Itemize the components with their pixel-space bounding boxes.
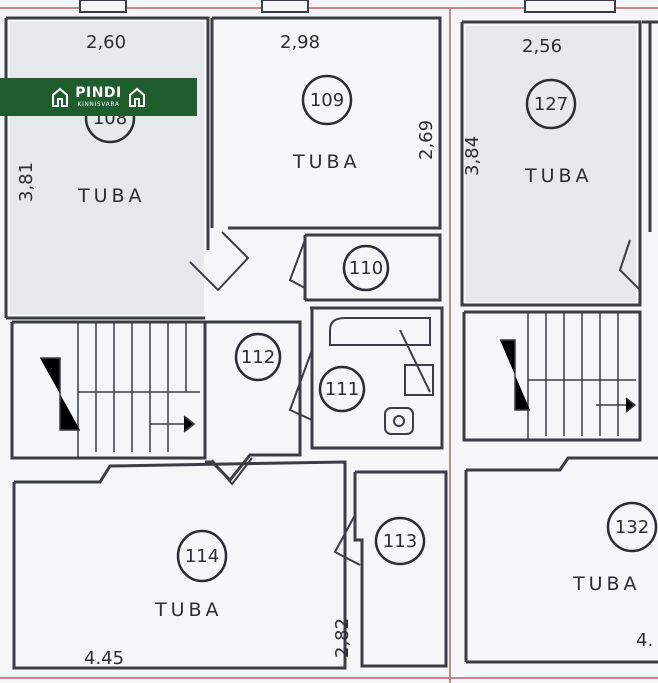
dimension-108-width: 2,60 (86, 32, 126, 53)
dimension-114-height: 2,82 (332, 618, 353, 658)
toilet-icon (384, 407, 414, 435)
room-number-113: 113 (383, 531, 417, 552)
bathroom-fixtures (329, 317, 434, 435)
logo-brand: PINDI (75, 85, 122, 101)
top-windows (79, 0, 616, 13)
room-shading (10, 22, 636, 314)
room-label-108: TUBA (77, 185, 146, 207)
doors (189, 231, 641, 566)
stairs-left (40, 322, 200, 458)
dimension-127-height: 3,84 (462, 136, 483, 176)
stairs-right (500, 312, 637, 440)
sink-icon (404, 364, 434, 396)
pindi-logo-banner: PINDI KINNISVARA (0, 78, 197, 116)
dimension-108-height: 3,81 (16, 162, 37, 202)
room-number-114: 114 (185, 546, 219, 567)
logo-subtitle: KINNISVARA (77, 101, 120, 108)
dimensions: 2,60 2,98 2,56 4.45 4. 3,81 2,69 3,84 2,… (16, 32, 653, 669)
room-number-132: 132 (615, 517, 649, 538)
room-number-109: 109 (310, 90, 344, 111)
house-icon (52, 87, 69, 107)
house-icon (128, 87, 145, 107)
room-number-127: 127 (534, 94, 568, 115)
bathtub-icon (329, 317, 431, 346)
dimension-114-width: 4.45 (84, 648, 124, 669)
room-number-112: 112 (241, 347, 275, 368)
room-number-111: 111 (325, 379, 359, 400)
room-label-114: TUBA (154, 599, 223, 621)
room-label-132: TUBA (572, 573, 641, 595)
room-label-109: TUBA (292, 151, 361, 173)
dimension-109-width: 2,98 (280, 32, 320, 53)
dimension-109-height: 2,69 (416, 120, 437, 160)
room-labels: TUBA TUBA TUBA TUBA TUBA (77, 151, 641, 621)
walls (4, 16, 658, 670)
room-number-110: 110 (349, 258, 383, 279)
dimension-127-width: 2,56 (522, 36, 562, 57)
room-label-127: TUBA (524, 165, 593, 187)
dimension-132-width: 4. (636, 630, 653, 651)
